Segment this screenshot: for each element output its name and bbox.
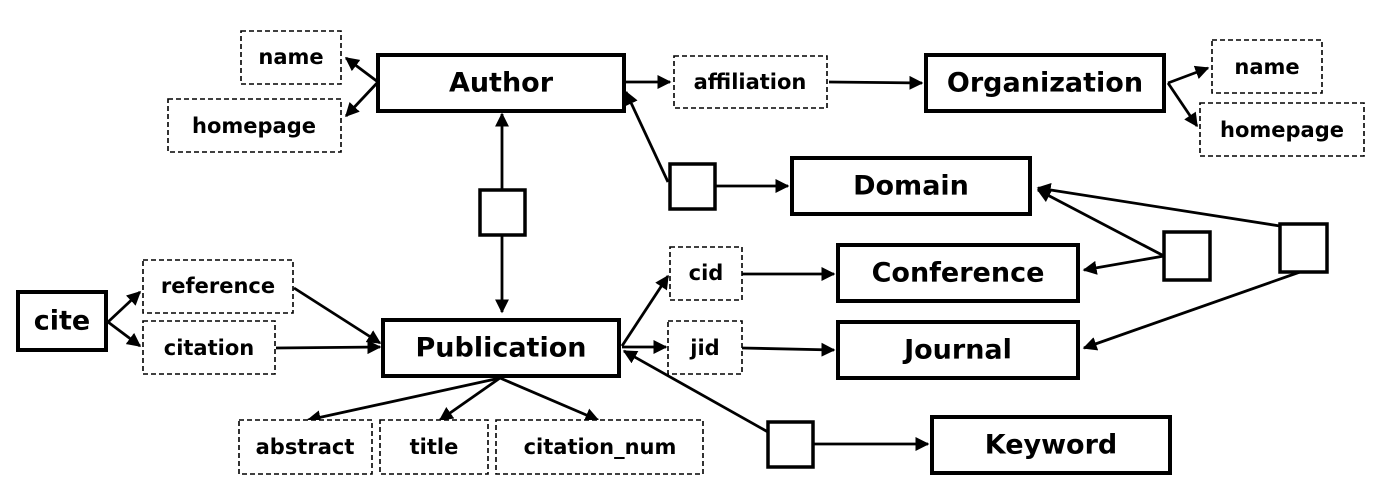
edge-cite-citation bbox=[107, 320, 142, 348]
entity-keyword[interactable]: Keyword bbox=[930, 415, 1172, 475]
entity-author[interactable]: Author bbox=[376, 53, 626, 113]
attr-jid-label: jid bbox=[689, 336, 719, 360]
entity-organization[interactable]: Organization bbox=[924, 53, 1166, 113]
entity-keyword-label: Keyword bbox=[985, 430, 1118, 461]
edge-author-homepage bbox=[344, 81, 380, 118]
edge-publication-cid bbox=[620, 274, 670, 347]
attr-author-name-label: name bbox=[258, 45, 323, 69]
attr-citation[interactable]: citation bbox=[142, 320, 276, 375]
attr-affiliation-label: affiliation bbox=[694, 70, 807, 94]
attr-org-name-label: name bbox=[1234, 55, 1299, 79]
edge-publication-citation-num bbox=[499, 376, 600, 422]
link-journal-domain[interactable] bbox=[1278, 222, 1329, 274]
entity-cite-label: cite bbox=[34, 306, 90, 337]
edges bbox=[107, 56, 1301, 451]
attr-reference[interactable]: reference bbox=[142, 259, 294, 314]
attr-cid-label: cid bbox=[689, 261, 724, 285]
attr-author-homepage[interactable]: homepage bbox=[167, 98, 342, 153]
edge-affiliation-organization bbox=[828, 75, 924, 90]
attr-org-homepage-label: homepage bbox=[1220, 118, 1344, 142]
entity-journal-label: Journal bbox=[902, 335, 1012, 366]
entity-cite[interactable]: cite bbox=[16, 290, 108, 352]
attr-citation-num[interactable]: citation_num bbox=[495, 419, 704, 475]
edge-conflink-conference bbox=[1082, 254, 1165, 275]
edge-domainlink-author bbox=[624, 90, 670, 183]
entity-author-label: Author bbox=[449, 68, 554, 99]
entity-organization-label: Organization bbox=[947, 68, 1143, 99]
edge-publication-abstract bbox=[306, 376, 501, 425]
attr-title[interactable]: title bbox=[379, 419, 489, 475]
attr-reference-label: reference bbox=[161, 274, 275, 298]
link-author-domain[interactable] bbox=[668, 162, 717, 211]
attr-author-name[interactable]: name bbox=[240, 30, 342, 85]
edge-keywordlink-publication bbox=[622, 349, 769, 434]
entity-conference[interactable]: Conference bbox=[836, 243, 1080, 303]
attr-abstract-label: abstract bbox=[256, 435, 355, 459]
edge-cite-reference bbox=[107, 290, 142, 324]
attr-affiliation[interactable]: affiliation bbox=[673, 55, 828, 109]
edge-conflink-domain bbox=[1036, 188, 1165, 258]
attr-citation-num-label: citation_num bbox=[524, 435, 677, 459]
link-publication-keyword[interactable] bbox=[766, 420, 815, 469]
edge-org-name bbox=[1167, 65, 1210, 85]
link-conference-domain[interactable] bbox=[1162, 230, 1212, 282]
attr-citation-label: citation bbox=[164, 336, 254, 360]
attr-org-homepage[interactable]: homepage bbox=[1199, 102, 1365, 157]
attr-org-name[interactable]: name bbox=[1211, 39, 1323, 94]
attr-jid[interactable]: jid bbox=[667, 320, 743, 375]
edge-journallink-journal bbox=[1082, 270, 1301, 351]
edge-citation-publication bbox=[275, 340, 382, 355]
attr-author-homepage-label: homepage bbox=[192, 114, 316, 138]
attr-abstract[interactable]: abstract bbox=[238, 419, 373, 475]
entity-publication-label: Publication bbox=[415, 333, 586, 364]
attr-cid[interactable]: cid bbox=[669, 246, 743, 301]
edge-reference-publication bbox=[293, 286, 382, 345]
entity-domain[interactable]: Domain bbox=[790, 156, 1032, 216]
edge-jid-journal bbox=[741, 342, 836, 357]
entity-publication[interactable]: Publication bbox=[381, 318, 621, 378]
edge-org-homepage bbox=[1166, 82, 1199, 128]
edge-publication-title bbox=[438, 376, 501, 422]
attr-title-label: title bbox=[410, 435, 459, 459]
entity-domain-label: Domain bbox=[853, 171, 969, 202]
edge-author-name bbox=[344, 56, 379, 84]
entity-journal[interactable]: Journal bbox=[836, 320, 1080, 380]
link-author-publication[interactable] bbox=[478, 188, 527, 237]
entity-conference-label: Conference bbox=[872, 258, 1045, 289]
edge-journallink-domain bbox=[1036, 183, 1281, 228]
